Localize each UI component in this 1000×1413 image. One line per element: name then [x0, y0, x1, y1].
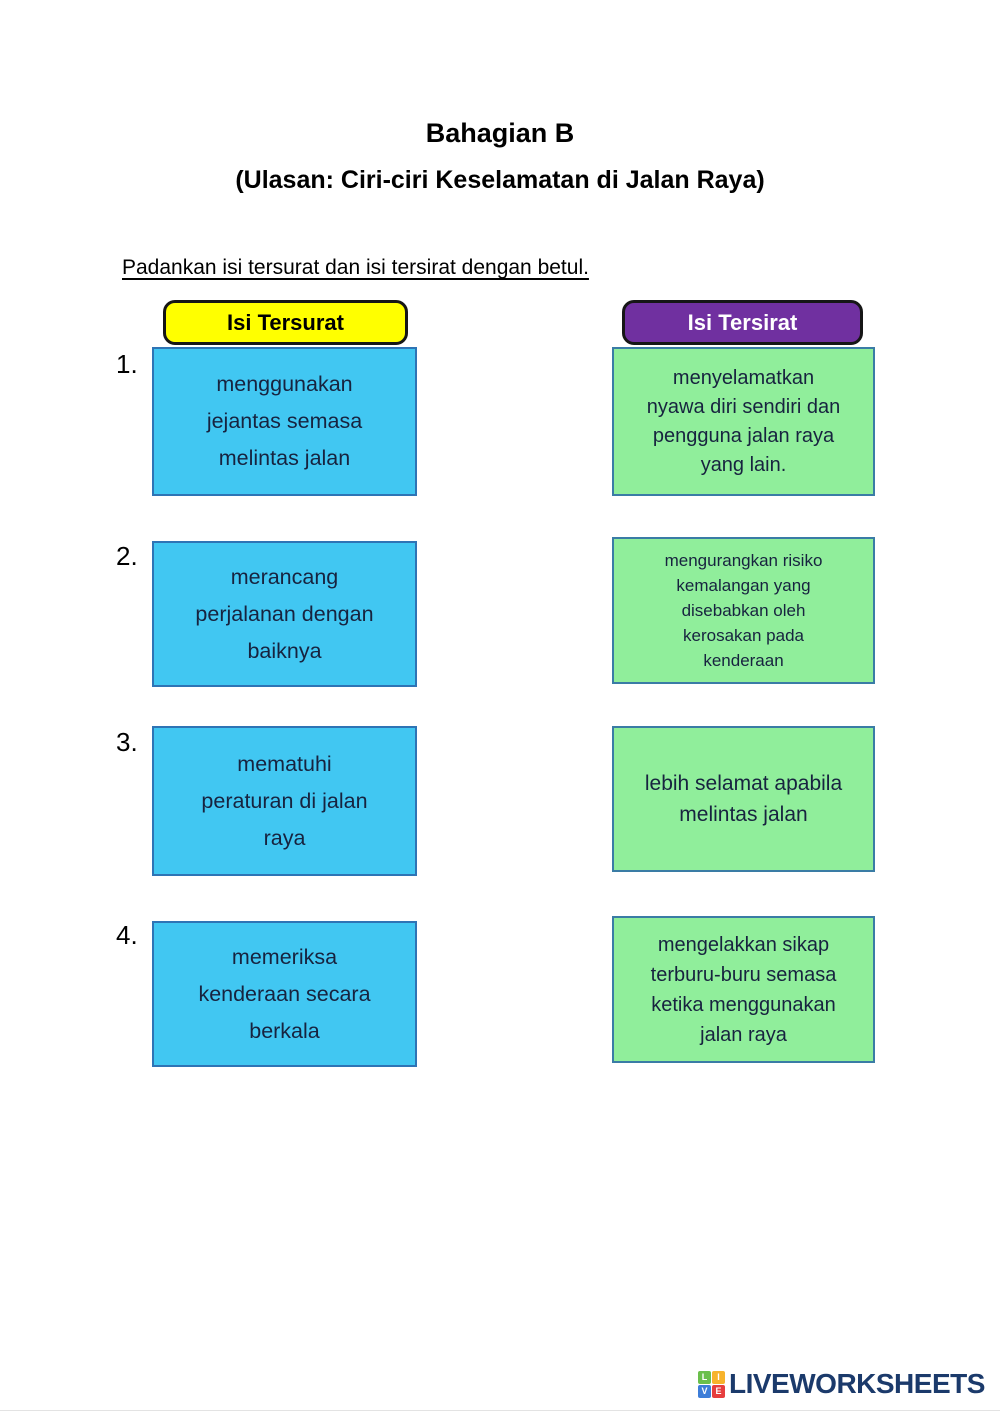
row-number-1: 1. — [116, 349, 138, 379]
tersurat-box-4[interactable]: memeriksa kenderaan secara berkala — [152, 921, 417, 1067]
instruction-text: Padankan isi tersurat dan isi tersirat d… — [122, 256, 589, 279]
tersirat-box-4[interactable]: mengelakkan sikap terburu-buru semasa ke… — [612, 916, 875, 1063]
logo-cell-l: L — [698, 1370, 711, 1384]
row-number-2: 2. — [116, 541, 138, 571]
brand-name: LIVEWORKSHEETS — [729, 1368, 985, 1399]
tersurat-box-1[interactable]: menggunakan jejantas semasa melintas jal… — [152, 347, 417, 496]
row-number-4: 4. — [116, 920, 138, 950]
logo-cell-e: E — [712, 1384, 725, 1398]
column-header-isi-tersirat: Isi Tersirat — [622, 300, 863, 345]
logo-cell-i: I — [712, 1370, 725, 1384]
tersirat-box-3[interactable]: lebih selamat apabila melintas jalan — [612, 726, 875, 872]
liveworksheets-logo[interactable]: L I V E LIVEWORKSHEETS — [698, 1368, 985, 1400]
tersurat-box-2[interactable]: merancang perjalanan dengan baiknya — [152, 541, 417, 687]
page-title: Bahagian B — [425, 118, 575, 148]
column-header-isi-tersurat: Isi Tersurat — [163, 300, 408, 345]
tersurat-box-3[interactable]: mematuhi peraturan di jalan raya — [152, 726, 417, 876]
logo-cell-v: V — [698, 1384, 711, 1398]
page-bottom-edge — [0, 1410, 1000, 1411]
tersirat-box-1[interactable]: menyelamatkan nyawa diri sendiri dan pen… — [612, 347, 875, 496]
page-subtitle: (Ulasan: Ciri-ciri Keselamatan di Jalan … — [235, 166, 765, 194]
liveworksheets-logo-icon: L I V E — [698, 1370, 725, 1398]
row-number-3: 3. — [116, 727, 138, 757]
tersirat-box-2[interactable]: mengurangkan risiko kemalangan yang dise… — [612, 537, 875, 684]
